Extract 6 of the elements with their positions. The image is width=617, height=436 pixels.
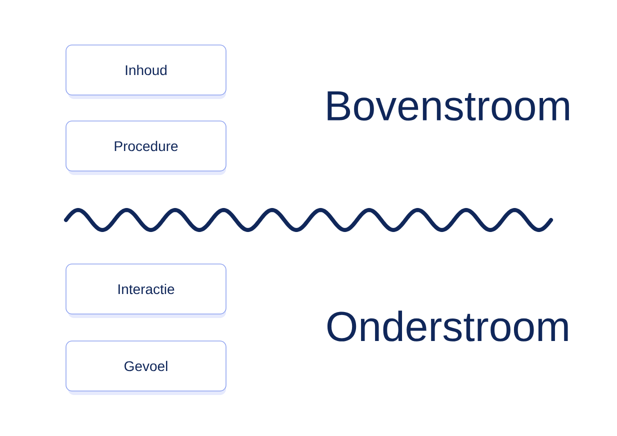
text-box: Gevoel (66, 340, 226, 395)
text-box: Procedure (66, 120, 226, 175)
text-box: Interactie (66, 264, 226, 318)
text-box: Inhoud (66, 44, 226, 99)
section-heading: Onderstroom (327, 310, 568, 342)
section-heading: Bovenstroom (328, 91, 569, 121)
